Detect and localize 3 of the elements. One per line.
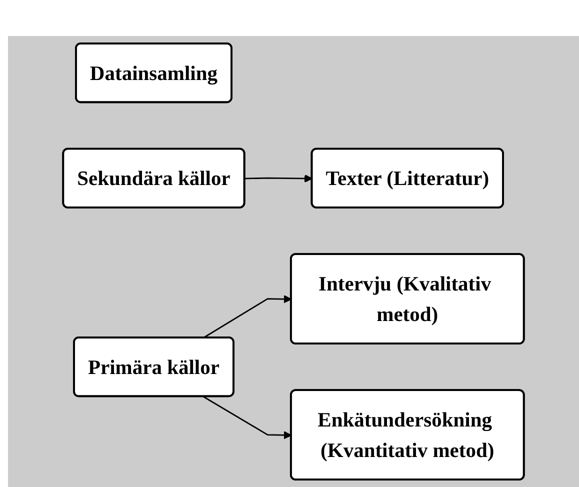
arrow: [202, 396, 292, 440]
arrow: [244, 174, 313, 183]
arrow: [202, 295, 292, 338]
